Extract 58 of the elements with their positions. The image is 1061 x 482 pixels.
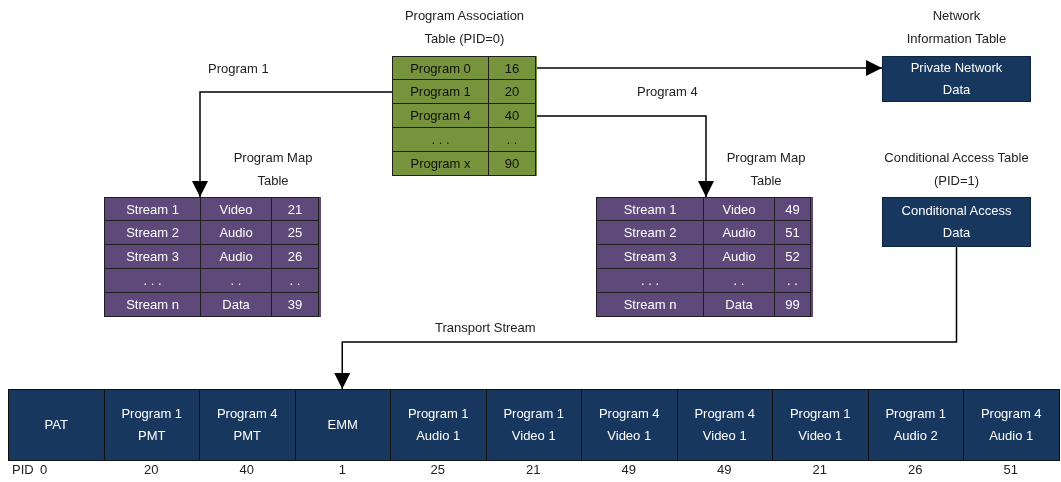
data-box: Conditional Access Data	[882, 197, 1031, 247]
table-row	[104, 269, 321, 293]
table-cell: Stream n	[596, 292, 704, 317]
table-cell: 99	[774, 292, 811, 317]
table-row	[596, 221, 813, 245]
edge-label: Transport Stream	[433, 320, 538, 335]
table-row	[392, 80, 537, 104]
arrow	[334, 246, 958, 390]
pid-value: 26	[907, 462, 924, 477]
stream-packet: Program 4 Video 1	[581, 389, 678, 461]
table-title: Program Map Table	[726, 149, 806, 190]
stream-packet: Program 1 Audio 2	[867, 389, 964, 461]
table-row	[392, 104, 537, 128]
stream-packet: Program 4 Audio 1	[963, 389, 1060, 461]
pid-value: 1	[337, 462, 347, 477]
stream-packet: Program 4 Video 1	[676, 389, 773, 461]
stream-packet: PAT	[8, 389, 105, 461]
pid-value: 21	[525, 462, 542, 477]
pid-value: 0	[40, 462, 48, 477]
stream-packet: Program 4 PMT	[199, 389, 296, 461]
table-row	[104, 221, 321, 245]
pid-value: 25	[429, 462, 446, 477]
table-row	[392, 56, 537, 80]
edge-label: Program 1	[206, 61, 271, 76]
table-title: Program Association Table (PID=0)	[403, 7, 526, 48]
table-row	[104, 197, 321, 221]
stream-packet: Program 1 PMT	[103, 389, 200, 461]
pid-value: 40	[238, 462, 255, 477]
pid-label: PID	[12, 462, 34, 477]
pid-value: 49	[620, 462, 637, 477]
table-row	[104, 293, 321, 317]
table-row	[104, 245, 321, 269]
edge-label: Program 4	[635, 84, 700, 99]
table-row	[596, 245, 813, 269]
pid-value: 20	[143, 462, 160, 477]
pid-value: 51	[1002, 462, 1019, 477]
table-cell: 90	[488, 151, 536, 176]
arrow	[192, 91, 393, 198]
stream-packet: Program 1 Audio 1	[390, 389, 487, 461]
arrow	[536, 60, 883, 76]
table-row	[392, 128, 537, 152]
stream-packet: Program 1 Video 1	[772, 389, 869, 461]
table-row	[596, 293, 813, 317]
table-row	[392, 152, 537, 176]
stream-packet: EMM	[294, 389, 391, 461]
table-row	[596, 269, 813, 293]
arrow	[536, 115, 714, 198]
table-row	[596, 197, 813, 221]
pid-value: 21	[811, 462, 828, 477]
table-title: Network Information Table	[905, 7, 1008, 48]
table-title: Program Map Table	[233, 149, 313, 190]
table-title: Conditional Access Table (PID=1)	[883, 149, 1030, 190]
data-box: Private Network Data	[882, 56, 1031, 102]
table-cell: Stream n	[104, 292, 201, 317]
table-cell: Program x	[392, 151, 489, 176]
table-cell: 39	[271, 292, 319, 317]
pid-value: 49	[716, 462, 733, 477]
stream-packet: Program 1 Video 1	[485, 389, 582, 461]
